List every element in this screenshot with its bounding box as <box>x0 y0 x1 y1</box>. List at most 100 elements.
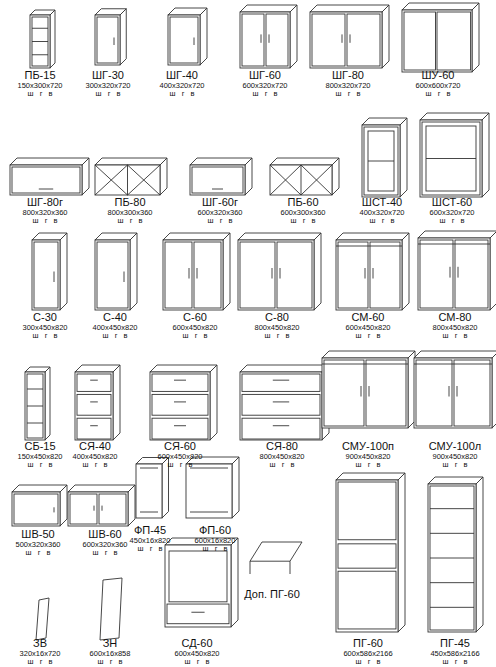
module-name: ПБ-15 <box>24 70 55 81</box>
cabinet-stroke <box>152 418 208 439</box>
cabinet-stroke <box>186 464 232 518</box>
cabinet-stroke <box>476 477 483 632</box>
cabinet-stroke <box>240 365 329 372</box>
cabinet-stroke <box>430 533 474 534</box>
cabinet-stroke <box>90 401 98 402</box>
axis-letters: ш г в <box>168 461 193 469</box>
module-name: ПБ-80 <box>114 197 145 208</box>
cabinet-stroke <box>338 571 396 629</box>
cabinet-stroke <box>450 267 451 278</box>
cabinet-stroke <box>272 268 273 279</box>
dimensions: 450x586x2166 <box>430 650 479 658</box>
cabinet-stroke <box>455 240 488 308</box>
cabinet-stroke <box>95 15 120 65</box>
cabinet-stroke <box>290 5 297 68</box>
cabinet-stroke <box>190 512 228 513</box>
axis-letters: ш г в <box>356 658 381 666</box>
dimensions: 400x320x720 <box>359 209 404 217</box>
module-name: Доп. ПГ-60 <box>244 589 300 600</box>
cabinet-stroke <box>430 508 474 509</box>
dimensions: 800x450x820 <box>259 453 304 461</box>
axis-letters: ш г в <box>28 658 53 666</box>
cabinet-stroke <box>10 158 89 165</box>
axis-letters: ш г в <box>443 461 468 469</box>
cabinet-stroke <box>426 126 476 191</box>
module-name: ШГ-80г <box>27 197 63 208</box>
cabinet-stroke <box>97 17 118 63</box>
axis-letters: ш г в <box>443 332 468 340</box>
cabinet-stroke <box>338 544 396 568</box>
cabinet-stroke <box>39 189 53 190</box>
cabinet-stroke <box>163 233 230 240</box>
cabinet-stroke <box>165 545 231 627</box>
cabinet-stroke <box>232 457 239 518</box>
dimensions: 600x600x720 <box>415 82 460 90</box>
cabinet-stroke <box>402 233 409 310</box>
cabinet-stroke <box>240 242 275 308</box>
cabinet-stroke <box>400 118 407 197</box>
cabinet-stroke <box>223 233 230 310</box>
dimensions: 300x450x820 <box>22 324 67 332</box>
cabinet-stroke <box>402 3 479 10</box>
cabinet-stroke <box>68 485 135 492</box>
cabinet-stroke <box>165 242 192 308</box>
dimensions: 600x16x820 <box>195 537 236 545</box>
cabinet-stroke <box>167 604 229 624</box>
cabinet-stroke <box>165 538 238 545</box>
module-name: ШГ-60г <box>202 197 238 208</box>
module-name: ФП-60 <box>199 525 231 536</box>
module-name: СБ-15 <box>24 441 55 452</box>
cabinet-stroke <box>95 165 128 195</box>
cabinet-stroke <box>114 38 115 46</box>
cabinet-stroke <box>420 113 489 120</box>
cabinet-stroke <box>163 240 223 310</box>
cabinet-stroke <box>194 242 221 308</box>
axis-letters: ш г в <box>356 332 381 340</box>
cabinet-stroke <box>418 244 490 245</box>
cabinet-stroke <box>416 360 452 426</box>
module-name: ЗВ <box>33 638 47 649</box>
dimensions: 320x16x720 <box>20 650 61 658</box>
axis-letters: ш г в <box>185 658 210 666</box>
dimensions: 600x300x360 <box>280 209 325 217</box>
cabinet-stroke <box>270 165 332 195</box>
module-name: ШУ-60 <box>422 70 455 81</box>
cabinet-stroke <box>30 15 50 68</box>
dimensions: 900x450x820 <box>345 453 390 461</box>
cabinet-stroke <box>301 165 332 195</box>
cabinet-stroke <box>128 165 161 195</box>
cabinet-stroke <box>12 485 67 492</box>
axis-letters: ш г в <box>96 90 121 98</box>
cabinet-stroke <box>27 423 43 424</box>
cabinet-stroke <box>362 125 400 197</box>
cabinet-stroke <box>75 372 113 440</box>
axis-letters: ш г в <box>336 90 361 98</box>
module-name: С-30 <box>33 312 57 323</box>
cabinet-stroke <box>332 158 339 195</box>
cabinet-stroke <box>162 458 169 519</box>
cabinet-stroke <box>130 233 137 310</box>
cabinet-stroke <box>95 165 160 195</box>
dimensions: 600x450x820 <box>345 324 390 332</box>
cabinet-stroke <box>77 394 111 415</box>
cabinet-stroke <box>414 364 492 365</box>
cabinet-stroke <box>430 582 474 583</box>
cabinet-stroke <box>402 10 472 72</box>
cabinet-stroke <box>430 607 474 608</box>
cabinet-stroke <box>414 351 496 358</box>
cabinet-stroke <box>365 268 366 279</box>
module-name: ШСТ-40 <box>362 197 402 208</box>
cabinet-stroke <box>382 5 389 68</box>
dimensions: 400x320x720 <box>159 82 204 90</box>
cabinet-stroke <box>422 122 480 195</box>
cabinet-stroke <box>95 240 130 310</box>
cabinet-stroke <box>174 401 186 402</box>
cabinet-stroke <box>310 12 382 68</box>
module-name: СМУ-100л <box>429 441 481 452</box>
module-name: ЗН <box>103 638 118 649</box>
cabinet-stroke <box>324 360 364 426</box>
cabinet-stroke <box>373 268 374 279</box>
cabinet-stroke <box>210 365 217 440</box>
module-name: ШГ-30 <box>92 70 124 81</box>
